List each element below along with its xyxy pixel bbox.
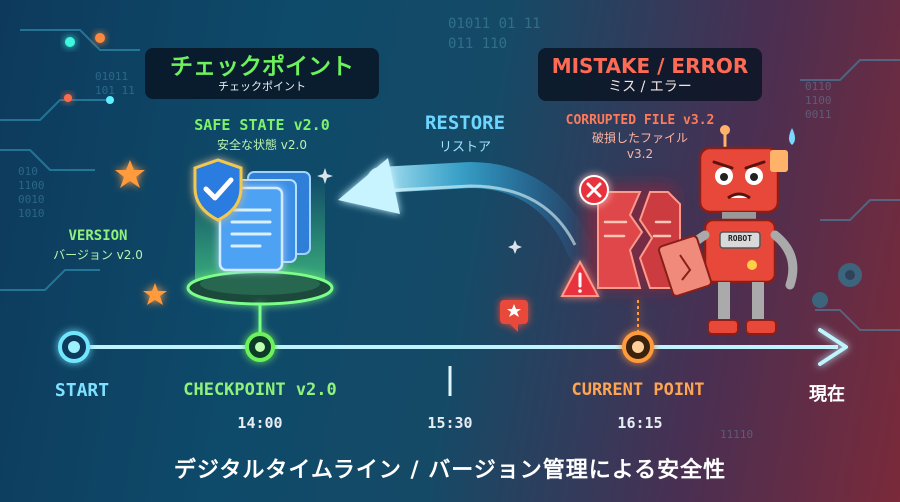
timeline-current-time: 16:15 bbox=[617, 414, 663, 432]
binary-decoration-left-top: 01011 101 11 bbox=[95, 70, 135, 97]
error-title-box: MISTAKE / ERROR ミス / エラー bbox=[538, 48, 762, 101]
checkpoint-title-box: チェックポイント チェックポイント bbox=[145, 48, 379, 99]
timeline-checkpoint-node bbox=[245, 303, 275, 362]
timeline-start-node bbox=[58, 331, 90, 363]
circuit-traces-right bbox=[800, 59, 900, 331]
timeline-bookmark-icon bbox=[500, 300, 528, 332]
restore-line1: RESTORE bbox=[424, 112, 506, 134]
gear-icon bbox=[812, 263, 862, 308]
error-x-icon bbox=[579, 175, 609, 205]
error-title: MISTAKE / ERROR bbox=[551, 54, 749, 78]
version-line2: バージョン v2.0 bbox=[53, 248, 143, 262]
corrupted-line2: 破損したファイル bbox=[591, 131, 688, 145]
document-stack-icon bbox=[218, 171, 311, 272]
checkpoint-subtitle: チェックポイント bbox=[218, 80, 306, 93]
error-subtitle: ミス / エラー bbox=[608, 79, 692, 95]
safe-state-line1: SAFE STATE v2.0 bbox=[194, 116, 330, 134]
star-icon bbox=[115, 160, 167, 305]
corrupted-line3: v3.2 bbox=[626, 147, 654, 161]
binary-decoration-right: 0110 1100 0011 bbox=[805, 80, 832, 121]
circuit-traces-left bbox=[0, 29, 140, 291]
corrupted-line1: CORRUPTED FILE v3.2 bbox=[565, 113, 715, 128]
timeline-current-node bbox=[622, 300, 654, 363]
corrupted-file-label: CORRUPTED FILE v3.2 破損したファイル v3.2 bbox=[545, 113, 735, 161]
timeline-current-label: CURRENT POINT bbox=[571, 380, 705, 400]
restore-arrow bbox=[338, 158, 593, 263]
safe-state-label: SAFE STATE v2.0 安全な状態 v2.0 bbox=[152, 116, 372, 153]
binary-decoration-left: 010 1100 0010 1010 bbox=[18, 165, 45, 220]
restore-label: RESTORE リストア bbox=[400, 112, 530, 155]
timeline-mid-time: 15:30 bbox=[427, 414, 473, 432]
version-line1: VERSION bbox=[68, 228, 128, 244]
robot-chest-label: ROBOT bbox=[727, 234, 753, 243]
restore-line2: リストア bbox=[438, 140, 491, 155]
timeline-now-label: 現在 bbox=[809, 384, 845, 405]
binary-decoration-bottom: 11110 bbox=[720, 428, 754, 441]
checkpoint-title: チェックポイント bbox=[170, 54, 354, 80]
timeline-line bbox=[68, 328, 848, 366]
circuit-nodes-left bbox=[64, 33, 114, 104]
version-label: VERSION バージョン v2.0 bbox=[28, 228, 168, 263]
safe-state-line2: 安全な状態 v2.0 bbox=[216, 138, 307, 152]
timeline-checkpoint-time: 14:00 bbox=[237, 414, 283, 432]
binary-decoration-top: 01011 01 11 011 110 bbox=[448, 16, 541, 52]
timeline-start-label: START bbox=[54, 380, 110, 401]
warning-icon bbox=[560, 259, 600, 297]
timeline-checkpoint-label: CHECKPOINT v2.0 bbox=[183, 380, 337, 400]
robot-illustration bbox=[657, 125, 798, 335]
caption: デジタルタイムライン / バージョン管理による安全性 bbox=[173, 458, 727, 483]
shield-check-icon bbox=[193, 158, 243, 222]
